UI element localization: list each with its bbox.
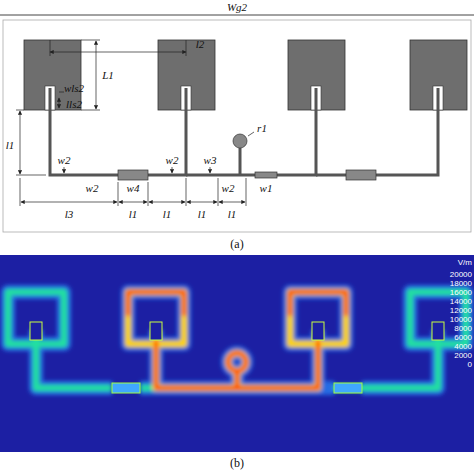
dimension-label: Wg2 xyxy=(227,2,247,13)
panel-label: (a) xyxy=(230,238,243,250)
panel-label: (b) xyxy=(230,457,244,469)
dimension-label: l3 xyxy=(65,209,74,220)
dimension-label: l1 xyxy=(129,209,138,220)
dimension-label: w2 xyxy=(222,183,235,194)
dimension-label: wls2 xyxy=(64,83,84,94)
colorbar-value: 2000 xyxy=(454,352,472,360)
dimension-label: l1 xyxy=(198,209,207,220)
colorbar-value: 4000 xyxy=(454,343,472,351)
dimension-label: l1 xyxy=(6,140,15,151)
dimension-label: r1 xyxy=(257,123,267,134)
dimension-label: w2 xyxy=(58,155,71,166)
dimension-label: lls2 xyxy=(66,99,82,110)
dimension-label: l2 xyxy=(196,39,205,50)
field-simulation xyxy=(0,255,474,452)
dimension-label: w2 xyxy=(166,155,179,166)
colorbar-value: 16000 xyxy=(450,289,472,297)
colorbar-value: 10000 xyxy=(450,316,472,324)
dimension-label: w3 xyxy=(204,155,217,166)
layout-drawing xyxy=(0,15,474,232)
dimension-label: l1 xyxy=(228,209,237,220)
colorbar-value: 8000 xyxy=(454,325,472,333)
dimension-label: w1 xyxy=(260,183,273,194)
dimension-label: w4 xyxy=(127,183,140,194)
colorbar-value: 14000 xyxy=(450,298,472,306)
dimension-label: w2 xyxy=(86,183,99,194)
colorbar-value: V/m xyxy=(458,259,472,267)
colorbar-value: 18000 xyxy=(450,280,472,288)
dimension-label: l1 xyxy=(163,209,172,220)
colorbar-value: 0 xyxy=(468,361,472,369)
colorbar-value: 6000 xyxy=(454,334,472,342)
colorbar-value: 20000 xyxy=(450,271,472,279)
dimension-label: L1 xyxy=(102,70,114,81)
colorbar-value: 12000 xyxy=(450,307,472,315)
